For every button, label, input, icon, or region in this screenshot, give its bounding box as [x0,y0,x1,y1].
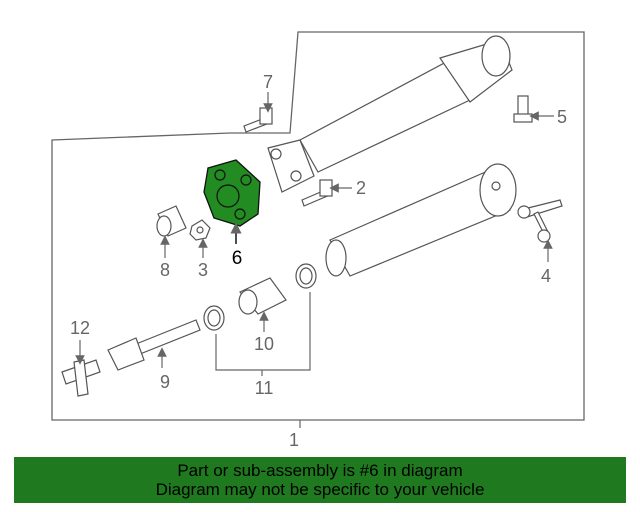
u-joint-part-12 [61,359,101,397]
callout-12: 12 [70,318,90,338]
callout-9: 9 [160,372,170,392]
leader-11-bracket [215,292,311,371]
boot-part-10 [238,277,287,315]
bolt-part-7 [243,107,273,133]
callout-4: 4 [541,266,551,286]
banner-line-2: Diagram may not be specific to your vehi… [155,480,485,499]
yoke-shaft-part-9 [107,319,201,371]
callout-10: 10 [254,334,274,354]
callout-11: 11 [255,378,274,398]
assembly-frame [51,31,585,421]
lower-shaft [325,163,517,277]
nut-part-3 [189,219,211,241]
bolt-part-5 [513,95,533,123]
callout-1: 1 [289,430,299,450]
seal-rings-part-11 [203,263,317,331]
callout-5: 5 [557,107,567,127]
callout-8: 8 [160,260,170,280]
banner-line-1: Part or sub-assembly is #6 in diagram [177,461,463,480]
parts-diagram: 1 2 3 4 5 6 7 8 9 10 11 12 [51,31,585,450]
callout-7: 7 [263,72,273,92]
bolt-part-2 [301,179,333,207]
notice-banner: Part or sub-assembly is #6 in diagram Di… [14,457,626,503]
callout-3: 3 [198,260,208,280]
bracket-part-4 [517,199,563,243]
bushing-part-8 [156,205,187,237]
callout-2: 2 [356,178,366,198]
callout-6[interactable]: 6 [232,248,243,269]
flex-coupling-part-6[interactable] [203,159,261,227]
upper-shaft [267,35,513,193]
